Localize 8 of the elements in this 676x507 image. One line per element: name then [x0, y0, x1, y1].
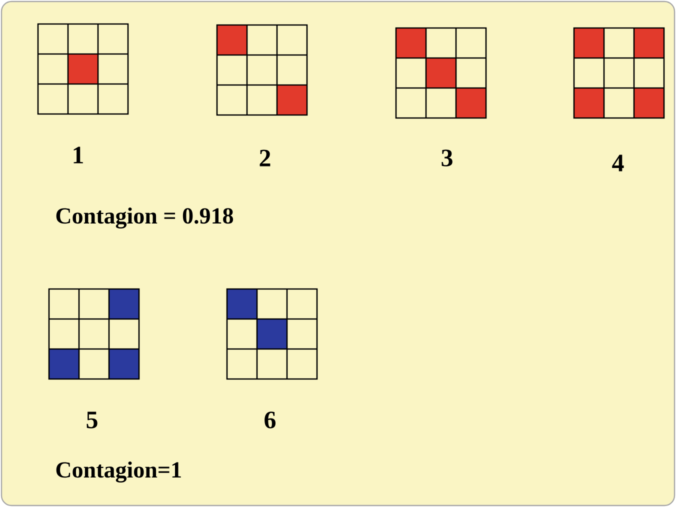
grid-number: 4 [612, 154, 624, 172]
contagion-value: Contagion = 0.918 [56, 207, 234, 229]
grid-number: 2 [260, 150, 270, 166]
grid-number: 6 [264, 412, 276, 428]
grid-number: 5 [86, 412, 98, 428]
contagion-value: Contagion=1 [56, 461, 181, 483]
grid-number: 1 [74, 146, 83, 164]
grid-number: 3 [442, 150, 452, 166]
